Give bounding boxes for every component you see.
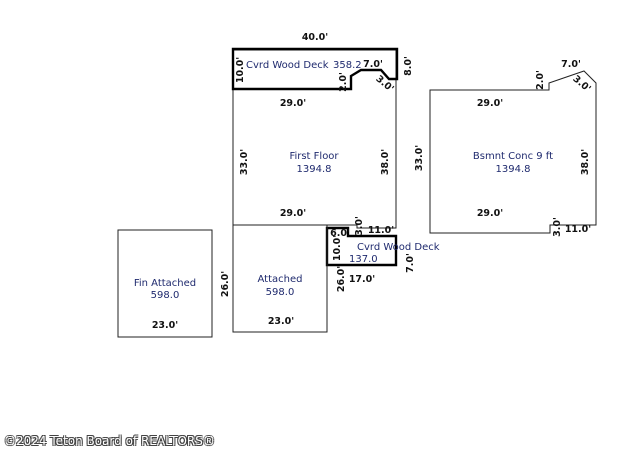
dim-att-left: 26.0' — [220, 271, 231, 297]
dim-bs-bottom: 29.0' — [477, 208, 503, 219]
dim-att-bottom: 23.0' — [268, 316, 294, 327]
dim-bs-notch-11: 11.0' — [565, 224, 591, 235]
dim-deck-notch-w: 7.0' — [363, 59, 383, 70]
attached-area: 598.0 — [266, 287, 295, 298]
fin-attached-label: Fin Attached — [134, 278, 196, 289]
dim-ff-left: 33.0' — [239, 149, 250, 175]
attached-label: Attached — [258, 274, 303, 285]
dim-bs-2: 2.0' — [535, 70, 546, 90]
first-floor-outline — [232, 49, 397, 229]
dim-notch-11: 11.0' — [368, 225, 394, 236]
dim-deck2-10: 10.0' — [332, 235, 343, 261]
deck-bottom-label: Cvrd Wood Deck — [357, 242, 440, 253]
copyright-watermark: ©2024 Teton Board of REALTORS® — [4, 434, 215, 448]
fin-attached-outline — [117, 229, 213, 338]
dim-fin-bottom: 23.0' — [152, 320, 178, 331]
basement-outline — [429, 70, 597, 234]
basement-label: Bsmnt Conc 9 ft — [473, 151, 553, 162]
deck-top-area: 358.2 — [333, 60, 362, 71]
first-floor-label: First Floor — [289, 151, 339, 162]
dim-deck2-17: 17.0' — [349, 274, 375, 285]
first-floor-area: 1394.8 — [297, 164, 332, 175]
dim-ff-right: 38.0' — [380, 149, 391, 175]
fin-attached-area: 598.0 — [151, 290, 180, 301]
deck-top-label: Cvrd Wood Deck — [246, 60, 329, 71]
deck-top-outline — [231, 47, 399, 91]
dim-notch-3: 3.0' — [354, 216, 365, 236]
dim-ff-offset: 33.0' — [414, 145, 425, 171]
dim-deck-notch-h: 2.0' — [338, 72, 349, 92]
dim-bs-right: 38.0' — [580, 149, 591, 175]
dim-deck-diag: 3.0' — [374, 74, 396, 95]
dim-bs-top-notch: 7.0' — [561, 59, 581, 70]
dim-att-right: 26.0' — [336, 266, 347, 292]
dim-ff-bottom: 29.0' — [280, 208, 306, 219]
basement-area: 1394.8 — [496, 164, 531, 175]
dim-right-side: 8.0' — [403, 56, 414, 76]
dim-top-width: 40.0' — [302, 32, 328, 43]
attached-outline — [232, 224, 328, 333]
dim-deck2-6: 6.0' — [330, 228, 350, 239]
deck-bottom-area: 137.0 — [349, 254, 378, 265]
dim-bs-notch-3: 3.0' — [552, 217, 563, 237]
dim-deck-depth: 10.0' — [235, 57, 246, 83]
dim-deck2-7: 7.0' — [405, 253, 416, 273]
dim-ff-top: 29.0' — [280, 98, 306, 109]
dim-bs-top: 29.0' — [477, 98, 503, 109]
